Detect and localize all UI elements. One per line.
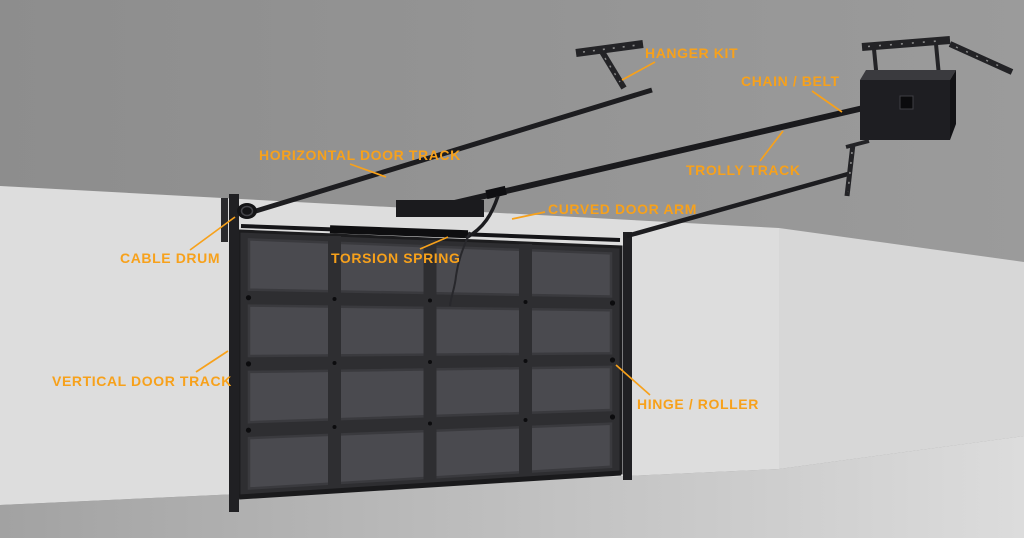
opener-ceiling-angle-2 [948, 41, 1014, 75]
leader-chain-belt [811, 90, 843, 113]
hinge-dot [609, 357, 616, 363]
hinge-dot [332, 297, 337, 301]
label-curved-door-arm: CURVED DOOR ARM [548, 201, 698, 217]
release-cord [449, 231, 471, 307]
vertical-track-right [623, 232, 632, 480]
vertical-track-left-jamb [221, 198, 228, 242]
leader-lines [189, 61, 843, 396]
bracket-top [845, 139, 870, 149]
hinge-dot [245, 427, 252, 433]
track-hanger-bracket-right [844, 139, 870, 197]
hinge-dot [523, 300, 528, 304]
opener-ceiling-angle-perforations [867, 39, 945, 48]
hinge-dot [523, 359, 528, 363]
leader-trolly-track [759, 130, 784, 162]
bracket-perforations [847, 151, 853, 193]
label-horizontal-door-track: HORIZONTAL DOOR TRACK [259, 147, 461, 163]
opener-side-face [950, 70, 956, 140]
leader-torsion-spring [419, 236, 449, 250]
hinge-dot [428, 421, 432, 426]
opener-detail [899, 95, 914, 110]
opener-top-face [860, 70, 956, 80]
cable-drum [237, 203, 257, 219]
label-torsion-spring: TORSION SPRING [331, 250, 461, 266]
leader-cable-drum [189, 216, 236, 251]
hinge-dot [428, 298, 432, 303]
cable-drum-ring [240, 205, 254, 217]
opener-body [860, 80, 950, 140]
hinge-dot [609, 300, 616, 306]
label-hinge-roller: HINGE / ROLLER [637, 396, 759, 412]
label-hanger-kit: HANGER KIT [645, 45, 739, 61]
horizontal-track-right [626, 171, 849, 239]
hinge-dot [245, 361, 252, 367]
hanger-top-angle [575, 40, 644, 57]
leader-horizontal-door-track [349, 163, 387, 178]
horizontal-track-left [245, 87, 653, 217]
hinge-dot [332, 361, 337, 365]
floor [0, 436, 1024, 538]
leader-hinge-roller [615, 364, 651, 396]
label-chain-belt: CHAIN / BELT [741, 73, 840, 89]
right-wall [779, 228, 1024, 469]
hanger-kit-bracket [575, 40, 644, 90]
hinge-dot [523, 418, 528, 422]
label-vertical-door-track: VERTICAL DOOR TRACK [52, 373, 232, 389]
trolley [485, 185, 507, 200]
door-bottom-seal [238, 470, 622, 500]
hinge-rollers [245, 295, 616, 433]
rail-header-bracket [396, 200, 484, 217]
hinge-dot [332, 425, 337, 429]
hinge-dot [609, 414, 616, 420]
opener-ceiling-angle-2-perforations [955, 46, 1007, 70]
leader-vertical-door-track [195, 350, 229, 373]
label-cable-drum: CABLE DRUM [120, 250, 221, 266]
label-trolly-track: TROLLY TRACK [686, 162, 801, 178]
garage-door [237, 229, 623, 500]
hinge-dot [428, 360, 432, 364]
opener-unit [860, 36, 1014, 140]
leader-curved-door-arm [511, 211, 546, 220]
curved-door-arm [465, 195, 500, 240]
vertical-track-left [229, 194, 239, 512]
leader-hanger-kit [621, 61, 656, 81]
hinge-dot [245, 295, 252, 301]
torsion-spring [329, 225, 469, 239]
